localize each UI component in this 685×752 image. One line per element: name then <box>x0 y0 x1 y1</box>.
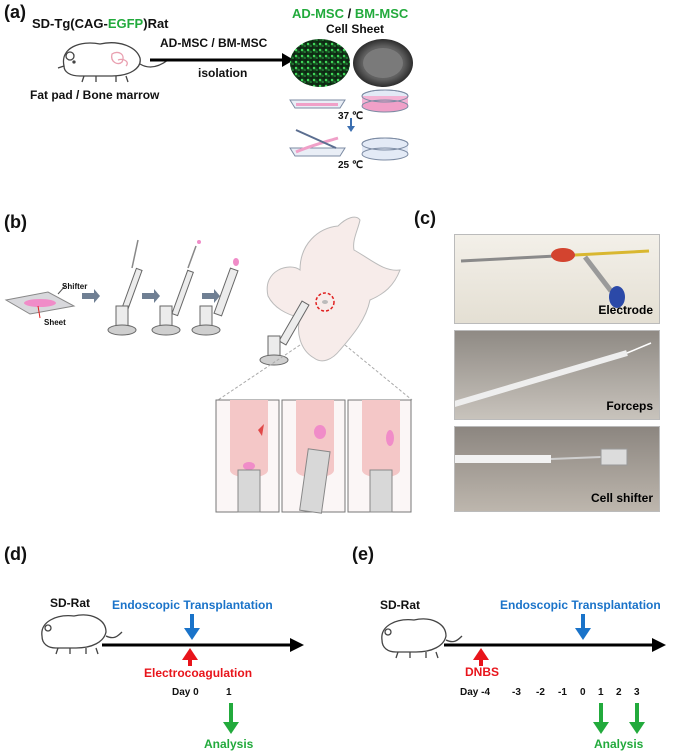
analysis-arrow-d <box>223 722 239 734</box>
shifter-label: Shifter <box>62 282 88 291</box>
dish-37-left <box>289 99 346 109</box>
day-tick-label: 3 <box>634 687 640 698</box>
day-tick-label: -3 <box>512 687 521 698</box>
dish-25-left <box>289 129 346 157</box>
day-0-label-d: Day 0 <box>172 687 199 698</box>
cell-sheet-title: Cell Sheet <box>326 22 385 36</box>
day-1-label-d: 1 <box>226 687 232 698</box>
animal-d: SD-Rat <box>50 596 91 610</box>
zoom-frame-2 <box>281 399 346 514</box>
target-site-circle <box>315 292 335 312</box>
electrocoagulation-arrow <box>182 648 198 660</box>
cell-shifter-drawing <box>455 448 628 466</box>
source-caption: Fat pad / Bone marrow <box>30 88 160 102</box>
cell-shifter-label: Cell shifter <box>590 491 653 505</box>
zoom-frame-3 <box>347 399 412 513</box>
electrode-drawing <box>460 248 650 308</box>
endoscope-1 <box>107 239 143 336</box>
isolation-arrow-bottom-label: isolation <box>198 66 248 80</box>
rat-body-b <box>266 216 401 362</box>
forceps-drawing <box>455 342 652 407</box>
forceps-label: Forceps <box>606 399 653 413</box>
panel-d-label: (d) <box>4 544 27 564</box>
electrode-photo: Electrode <box>454 234 660 324</box>
day-tick-label: Day -4 <box>460 687 491 698</box>
day-tick-label: -1 <box>558 687 567 698</box>
isolation-arrow-top-label: AD-MSC / BM-MSC <box>160 36 268 50</box>
analysis-d-label: Analysis <box>204 737 254 751</box>
day-tick-label: 0 <box>580 687 586 698</box>
rat-icon-e <box>381 618 463 659</box>
panel-b-label: (b) <box>4 212 27 232</box>
electrocoagulation-label: Electrocoagulation <box>144 666 253 680</box>
rat-icon-d <box>41 614 123 655</box>
panel-a-label: (a) <box>4 2 26 22</box>
dnbs-arrow <box>473 648 489 660</box>
panel-c-label: (c) <box>414 208 436 228</box>
msc-types-title: AD-MSC / BM-MSC <box>292 6 409 21</box>
transplant-arrow-d <box>184 628 200 640</box>
endoscope-2 <box>151 240 201 336</box>
donor-title: SD-Tg(CAG-EGFP)Rat <box>32 16 169 31</box>
rat-icon-a <box>57 42 169 83</box>
dish-37-right <box>361 89 409 113</box>
dnbs-label: DNBS <box>465 665 500 679</box>
transplant-d-title: Endoscopic Transplantation <box>112 598 273 612</box>
transplant-e-title: Endoscopic Transplantation <box>500 598 661 612</box>
analysis-e-label: Analysis <box>594 737 644 751</box>
egfp-cell-sheet-image <box>290 39 350 87</box>
day-tick-label: 1 <box>598 687 604 698</box>
day-tick-label: -2 <box>536 687 545 698</box>
electrode-label: Electrode <box>598 303 653 317</box>
dish-25-right <box>361 137 409 161</box>
animal-e: SD-Rat <box>380 598 421 612</box>
temp-25-label: 25 ℃ <box>338 160 364 171</box>
analysis-arrow-e-1 <box>593 722 609 734</box>
transplant-arrow-e <box>575 628 591 640</box>
panel-e-label: (e) <box>352 544 374 564</box>
temp-37-label: 37 ℃ <box>338 111 364 122</box>
forceps-photo: Forceps <box>454 330 660 420</box>
sheet-label: Sheet <box>44 318 66 327</box>
cell-shifter-photo: Cell shifter <box>454 426 660 512</box>
endoscope-3 <box>191 258 239 336</box>
analysis-arrow-e-2 <box>629 722 645 734</box>
day-tick-label: 2 <box>616 687 622 698</box>
zoom-frame-1 <box>215 399 280 513</box>
